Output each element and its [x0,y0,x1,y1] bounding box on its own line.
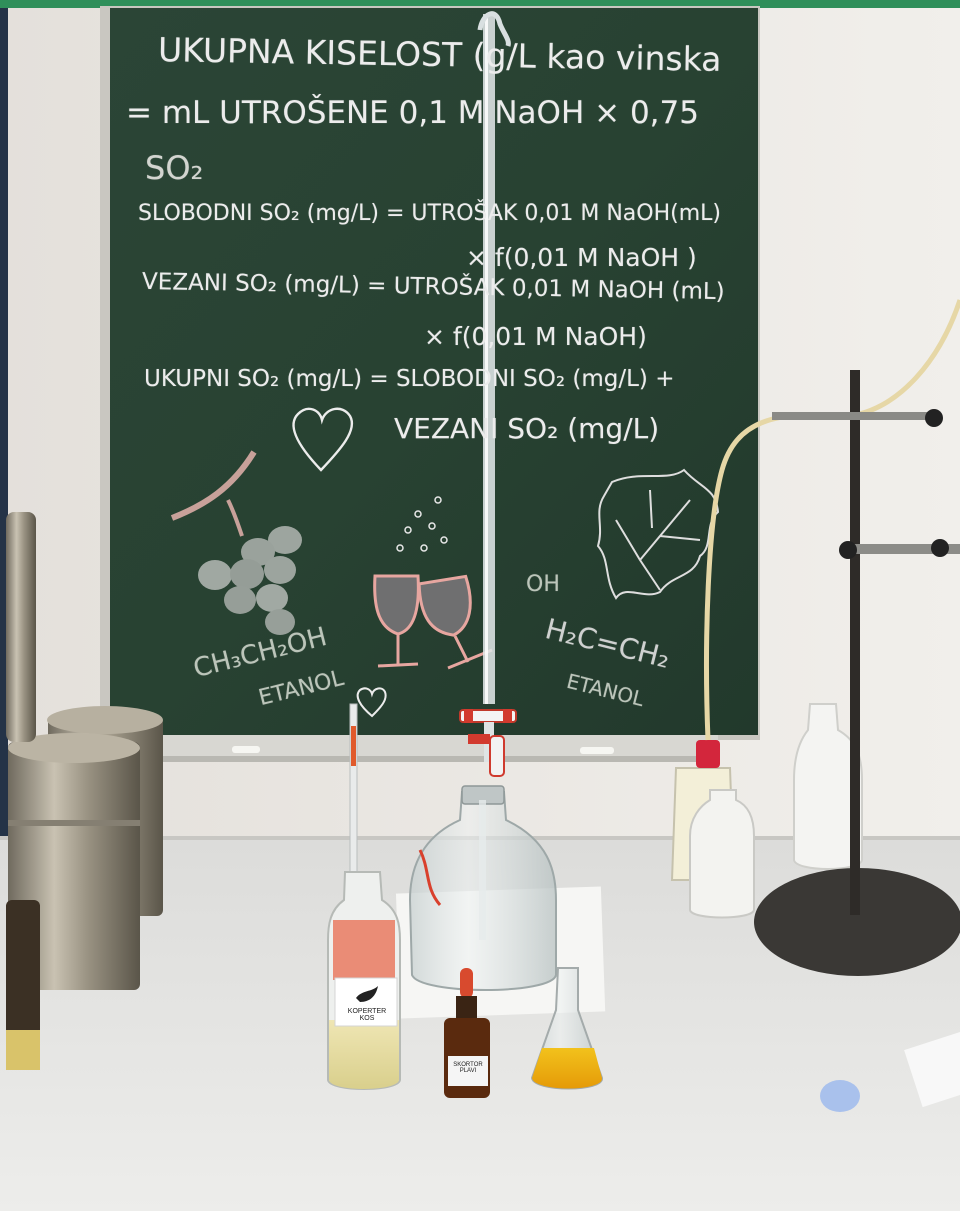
clamp-knob [839,541,857,559]
board-line-naoh-formula: = mL UTROŠENE 0,1 M NaOH × 0,75 [126,95,699,131]
board-line-total-acidity: UKUPNA KISELOST (g/L kao vinska [157,30,722,79]
board-line-total-so2: UKUPNI SO₂ (mg/L) = SLOBODNI SO₂ (mg/L) … [144,366,675,392]
metal-can-front [8,742,140,990]
dark-bottle [6,900,40,1070]
metal-can-lid [8,733,140,763]
top-banner-strip [0,0,960,8]
burette-top [477,11,511,47]
board-line-free-so2: SLOBODNI SO₂ (mg/L) = UTROŠAK 0,01 M NaO… [138,201,721,226]
bird-icon [356,986,378,1002]
board-line-free-so2-factor: × f(0,01 M NaOH ) [466,243,697,272]
ethanol-oh-right: OH [526,572,560,597]
chalk-tray-edge [148,756,718,762]
dark-bottle-liquid [6,1030,40,1070]
heart-icon [292,407,353,472]
stopcock-cap [503,709,512,723]
dropper-label [448,1056,488,1086]
bottle-red-ribbon [333,920,395,980]
board-line-bound-so2-factor: × f(0,01 M NaOH) [424,322,647,351]
vine-leaf-icon [596,468,720,600]
bottle-wine-sample [329,1020,399,1089]
metal-can-band [8,820,140,826]
grapes-icon [170,450,302,635]
hydrometer-scale [351,726,356,766]
retort-stand-base [754,868,960,976]
stopcock [489,735,505,777]
burette-highlight [485,14,488,704]
clamp [772,412,932,420]
stopcock-cap [464,709,473,723]
paper-corner [904,1031,960,1108]
clamp [846,544,960,554]
wash-bottle-cap [696,740,720,768]
dropper-label-text: SKORTOR PLAVI [453,1062,483,1075]
blue-cap [820,1080,860,1112]
dropper-bulb [460,968,473,998]
left-edge-shadow [0,0,8,1211]
chalk-piece [232,746,260,753]
retort-stand-rod [850,370,860,915]
metal-cylinder [6,512,36,742]
heart-icon [356,687,387,718]
dropper-neck [456,996,477,1020]
board-line-so2-heading: SO₂ [145,149,204,187]
bottle-label [334,977,398,1027]
yellow-solution [532,1048,603,1089]
stopcock-cap [468,734,490,744]
inner-tube [479,800,486,940]
board-line-total-so2-bound: VEZANI SO₂ (mg/L) [394,412,660,445]
bottle-label-text: KOPERTER KOS [347,1008,387,1023]
wine-glasses-icon [373,496,493,670]
wash-bottle-front [689,789,755,919]
clamp-knob [931,539,949,557]
chalk-piece [580,747,614,754]
rubber-tubing [704,299,960,741]
clamp-knob [925,409,943,427]
metal-can-lid [47,706,163,734]
red-label-stripe [418,849,442,906]
